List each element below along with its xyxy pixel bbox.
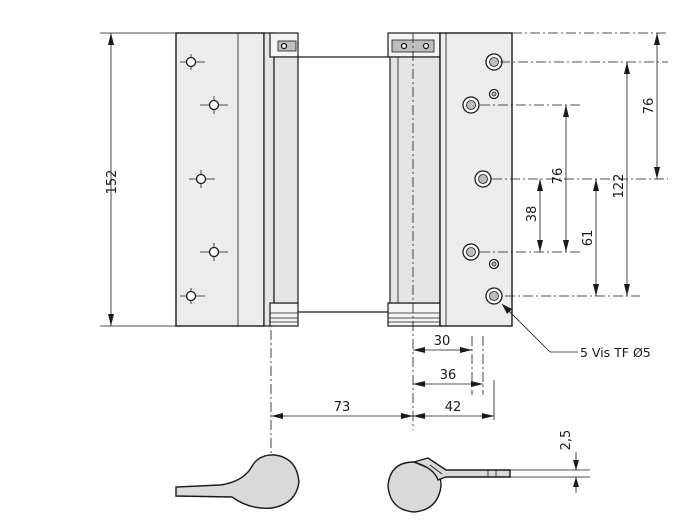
dim-42: [413, 413, 494, 419]
left-hole-5: [180, 288, 205, 304]
dim-76-upper: [654, 33, 660, 179]
dim-42-label: 42: [445, 400, 462, 415]
dim-73-label: 73: [334, 400, 351, 415]
left-knuckle-cap-bottom: [269, 302, 299, 327]
dim-152-label: 152: [105, 170, 120, 195]
right-leaf: [387, 32, 513, 327]
dim-76-upper-label: 76: [642, 98, 657, 115]
dim-122-label: 122: [612, 174, 627, 199]
screw-callout-leader: [501, 303, 578, 353]
left-knuckle: [273, 56, 299, 304]
dim-152: [100, 32, 176, 327]
right-hole-3: [474, 170, 492, 188]
right-hole-5: [485, 287, 503, 305]
right-knuckle-cap-bottom: [387, 302, 441, 327]
right-small-hole-2: [488, 258, 500, 270]
dim-61: [593, 179, 599, 296]
dim-36-label: 36: [440, 368, 457, 383]
dim-30: [413, 347, 472, 353]
right-top-pin-1-icon: [400, 42, 408, 50]
right-knuckle-section: [387, 461, 442, 513]
spring-barrel: [298, 56, 388, 313]
dim-38-label: 38: [525, 206, 540, 223]
left-leaf-plate: [175, 32, 265, 327]
left-hole-4: [200, 243, 228, 261]
dim-61-label: 61: [581, 230, 596, 247]
dim-38: [537, 179, 543, 252]
screw-callout-label: 5 Vis TF Ø5: [580, 345, 651, 360]
left-knuckle-edge: [263, 32, 275, 327]
right-leaf-section: [411, 457, 511, 481]
dim-76-mid: [563, 105, 569, 252]
dim-2-5: [510, 452, 590, 493]
dim-36: [413, 381, 483, 387]
right-hole-1: [485, 53, 503, 71]
left-top-pin-icon: [280, 42, 288, 50]
right-knuckle: [389, 56, 441, 304]
right-small-hole-1: [488, 88, 500, 100]
left-hole-2: [200, 96, 228, 114]
right-hole-4: [462, 243, 480, 261]
right-hole-2: [462, 96, 480, 114]
right-top-pin-2-icon: [422, 42, 430, 50]
left-leaf-section: [175, 454, 300, 509]
dim-30-label: 30: [434, 334, 451, 349]
dim-73: [271, 413, 413, 419]
left-leaf: [175, 32, 299, 327]
dim-76-mid-label: 76: [551, 168, 566, 185]
left-hole-3: [189, 170, 215, 188]
dim-2-5-label: 2,5: [559, 430, 574, 451]
left-hole-1: [180, 54, 205, 70]
section-view: [175, 454, 511, 513]
dim-122: [624, 62, 630, 296]
